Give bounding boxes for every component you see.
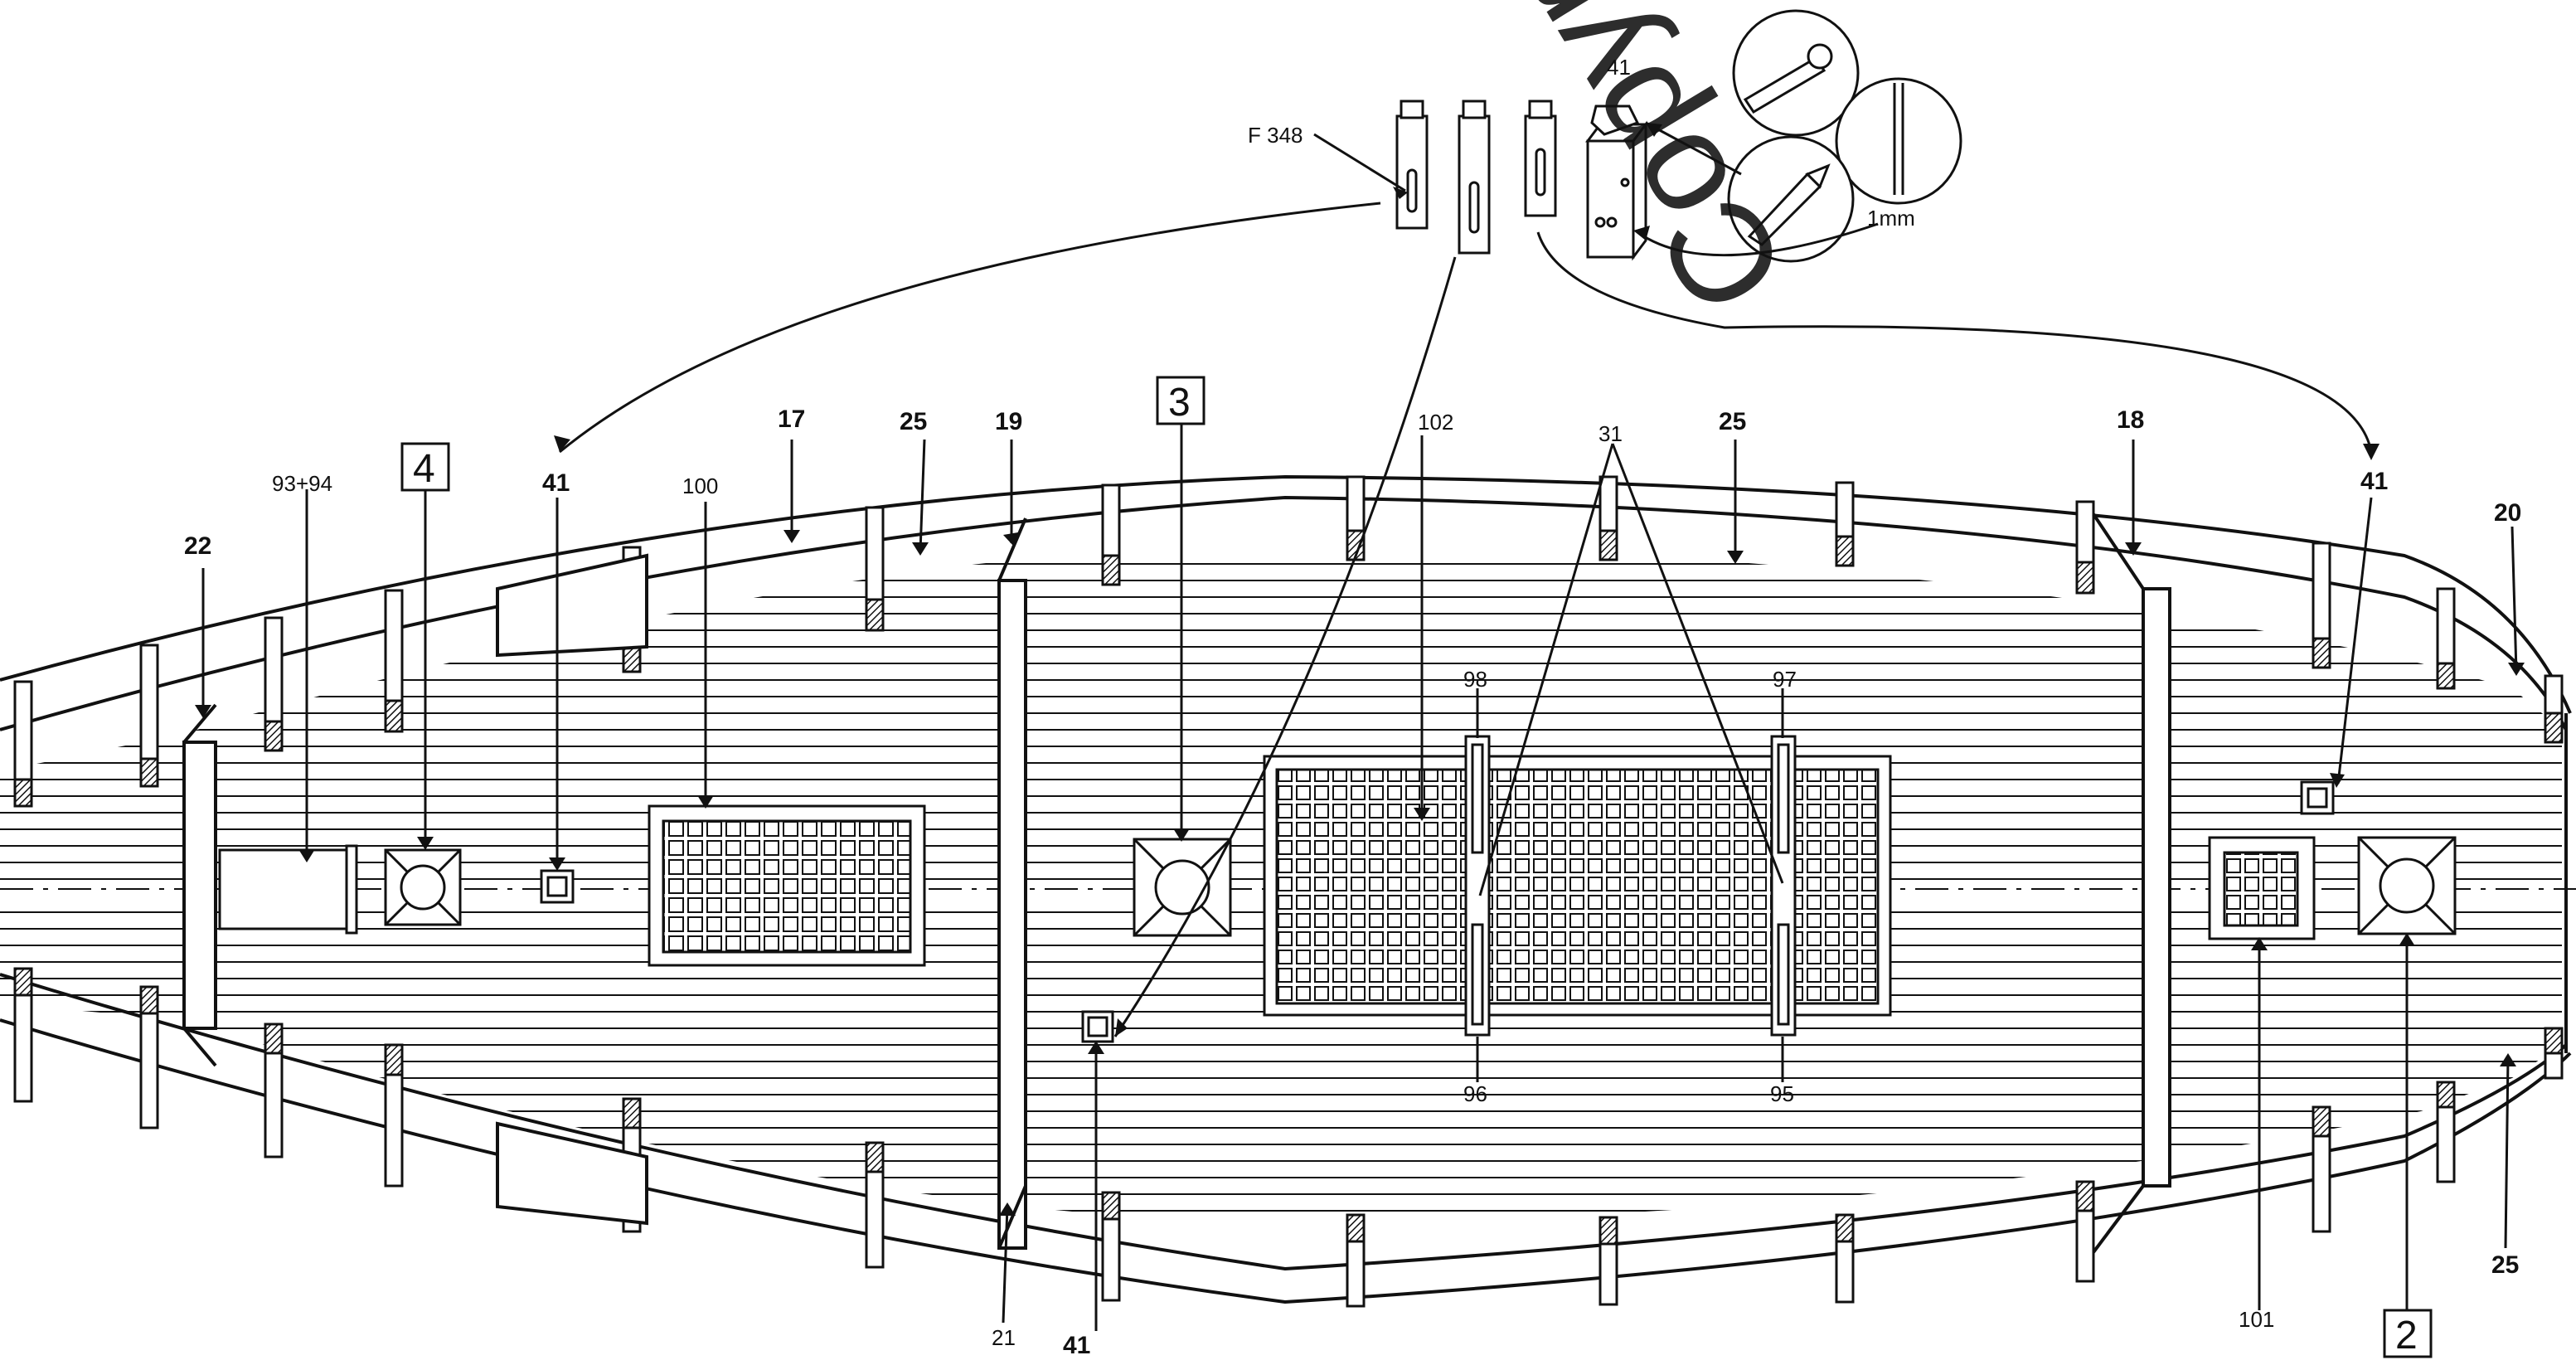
label-98: 98 [1463,667,1487,692]
label-1mm: 1mm [1867,206,1915,231]
ringbolt-41-left [540,869,575,904]
hatch-93-94 [218,844,358,935]
grating-101 [2208,836,2316,940]
label-100: 100 [682,474,718,498]
tool-illustrations [1727,9,1962,263]
mast-step-4 [384,848,462,926]
label-22: 22 [184,532,211,560]
label-41-top: 41 [1607,55,1631,80]
label-41-left: 41 [542,469,570,497]
label-20: 20 [2494,499,2521,527]
mast-step-2 [2357,836,2457,935]
label-95: 95 [1770,1081,1794,1106]
stanchions-bottom [13,967,2564,1308]
bitt-details [1395,100,1648,261]
label-17: 17 [778,406,805,433]
leader-lines [201,121,2518,1331]
arrowheads [195,123,2525,1216]
label-21: 21 [992,1325,1016,1350]
label-97: 97 [1773,667,1797,692]
label-18: 18 [2117,406,2144,434]
ringbolt-41-bottom [1081,1010,1114,1043]
grating-100 [648,804,926,967]
step-3-label: 3 [1168,381,1191,425]
ringbolt-41-right [2300,780,2335,815]
step-2-label: 2 [2395,1314,2418,1358]
watermark-text: Copyrightprotected [1069,0,1817,339]
step-boxes [400,376,2433,1358]
label-101: 101 [2239,1307,2274,1332]
label-25-b: 25 [1719,408,1746,435]
label-25-c: 25 [2491,1251,2519,1279]
label-19: 19 [995,408,1022,435]
label-102: 102 [1418,410,1453,435]
label-41-right: 41 [2360,468,2388,495]
label-41-bottom: 41 [1063,1332,1090,1359]
label-93-94: 93+94 [272,471,332,496]
deck-beams [182,512,2171,1254]
label-f348: F 348 [1248,123,1303,148]
label-31: 31 [1598,421,1623,446]
grating-main [1263,735,1892,1037]
label-96: 96 [1463,1081,1487,1106]
step-4-label: 4 [413,447,435,491]
label-25-a: 25 [900,408,927,435]
mast-step-3 [1133,838,1232,937]
